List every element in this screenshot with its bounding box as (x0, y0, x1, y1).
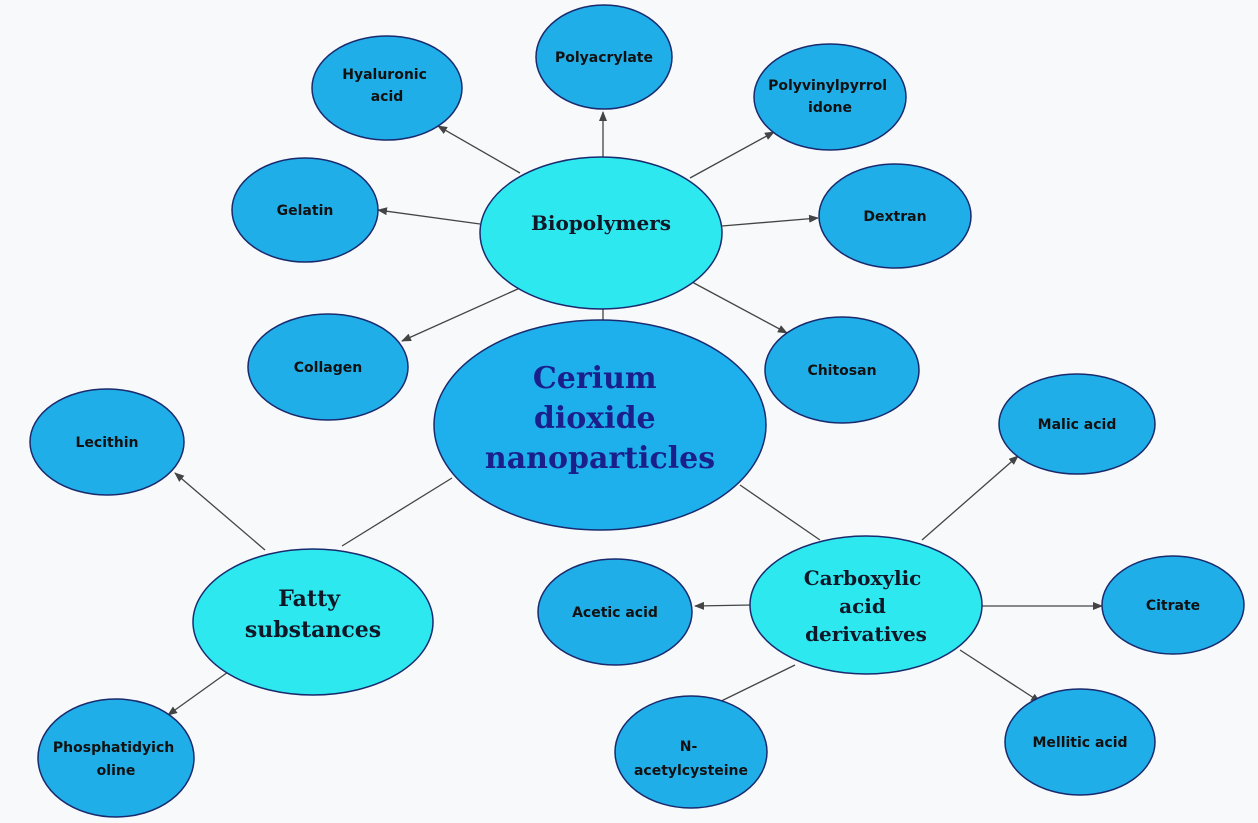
leaf-node-phosphatidylcholine: Phosphatidyich oline (37, 698, 195, 818)
group-node-fatty-substances: Fatty substances (192, 548, 434, 696)
edge-carboxylic-mellitic (959, 649, 1041, 703)
edge-fatty-lecithin (174, 472, 266, 551)
group-label-fatty-substances: Fatty substances (245, 586, 381, 643)
edge-biopolymers-polyvinylpyrrolidone (689, 131, 775, 179)
leaf-label-chitosan: Chitosan (807, 363, 876, 379)
edge-fatty-phosphatidylcholine (167, 671, 229, 716)
leaf-label-polyvinylpyrrolidone: Polyvinylpyrrol idone (768, 78, 892, 116)
edge-biopolymers-collagen (401, 287, 521, 342)
leaf-label-phosphatidylcholine: Phosphatidyich oline (53, 740, 179, 779)
leaf-node-acetic-acid: Acetic acid (537, 558, 693, 666)
edge-biopolymers-hyaluronic (437, 125, 521, 174)
edge-biopolymers-dextran (721, 214, 819, 227)
leaf-label-malic-acid: Malic acid (1038, 417, 1117, 433)
leaf-label-citrate: Citrate (1146, 598, 1200, 614)
leaf-node-polyacrylate: Polyacrylate (535, 4, 673, 110)
center-label: Cerium dioxide nanoparticles (485, 361, 715, 476)
leaf-node-malic-acid: Malic acid (998, 373, 1156, 475)
leaf-node-n-acetylcysteine: N- acetylcysteine (614, 695, 768, 809)
edge-center-fatty (341, 477, 453, 547)
leaf-label-gelatin: Gelatin (277, 203, 334, 219)
leaf-node-gelatin: Gelatin (231, 157, 379, 263)
leaf-node-lecithin: Lecithin (29, 388, 185, 496)
group-label-biopolymers: Biopolymers (531, 211, 671, 235)
leaf-label-polyacrylate: Polyacrylate (555, 50, 653, 66)
edge-biopolymers-chitosan (691, 281, 788, 334)
leaf-label-acetic-acid: Acetic acid (572, 605, 658, 621)
group-node-carboxylic-acid-derivatives: Carboxylic acid derivatives (749, 535, 983, 675)
leaf-label-mellitic-acid: Mellitic acid (1032, 735, 1127, 751)
leaf-node-citrate: Citrate (1101, 555, 1245, 655)
leaf-label-hyaluronic-acid: Hyaluronic acid (342, 67, 432, 105)
leaf-label-dextran: Dextran (863, 209, 926, 225)
leaf-node-polyvinylpyrrolidone: Polyvinylpyrrol idone (753, 43, 907, 151)
group-node-biopolymers: Biopolymers (479, 156, 723, 310)
leaf-node-dextran: Dextran (818, 163, 972, 269)
leaf-label-collagen: Collagen (294, 360, 362, 376)
leaf-node-chitosan: Chitosan (764, 316, 920, 424)
leaf-node-collagen: Collagen (247, 313, 409, 421)
edge-biopolymers-gelatin (377, 207, 481, 225)
edge-carboxylic-acetic (694, 601, 753, 610)
edge-carboxylic-malic (921, 455, 1019, 541)
group-label-carboxylic-acid-derivatives: Carboxylic acid derivatives (804, 566, 929, 646)
center-node: Cerium dioxide nanoparticles (433, 319, 767, 531)
leaf-label-lecithin: Lecithin (76, 435, 139, 451)
leaf-node-mellitic-acid: Mellitic acid (1004, 688, 1156, 796)
edge-center-carboxylic (739, 484, 821, 541)
leaf-label-n-acetylcysteine: N- acetylcysteine (634, 739, 748, 779)
leaf-node-hyaluronic-acid: Hyaluronic acid (311, 35, 463, 141)
